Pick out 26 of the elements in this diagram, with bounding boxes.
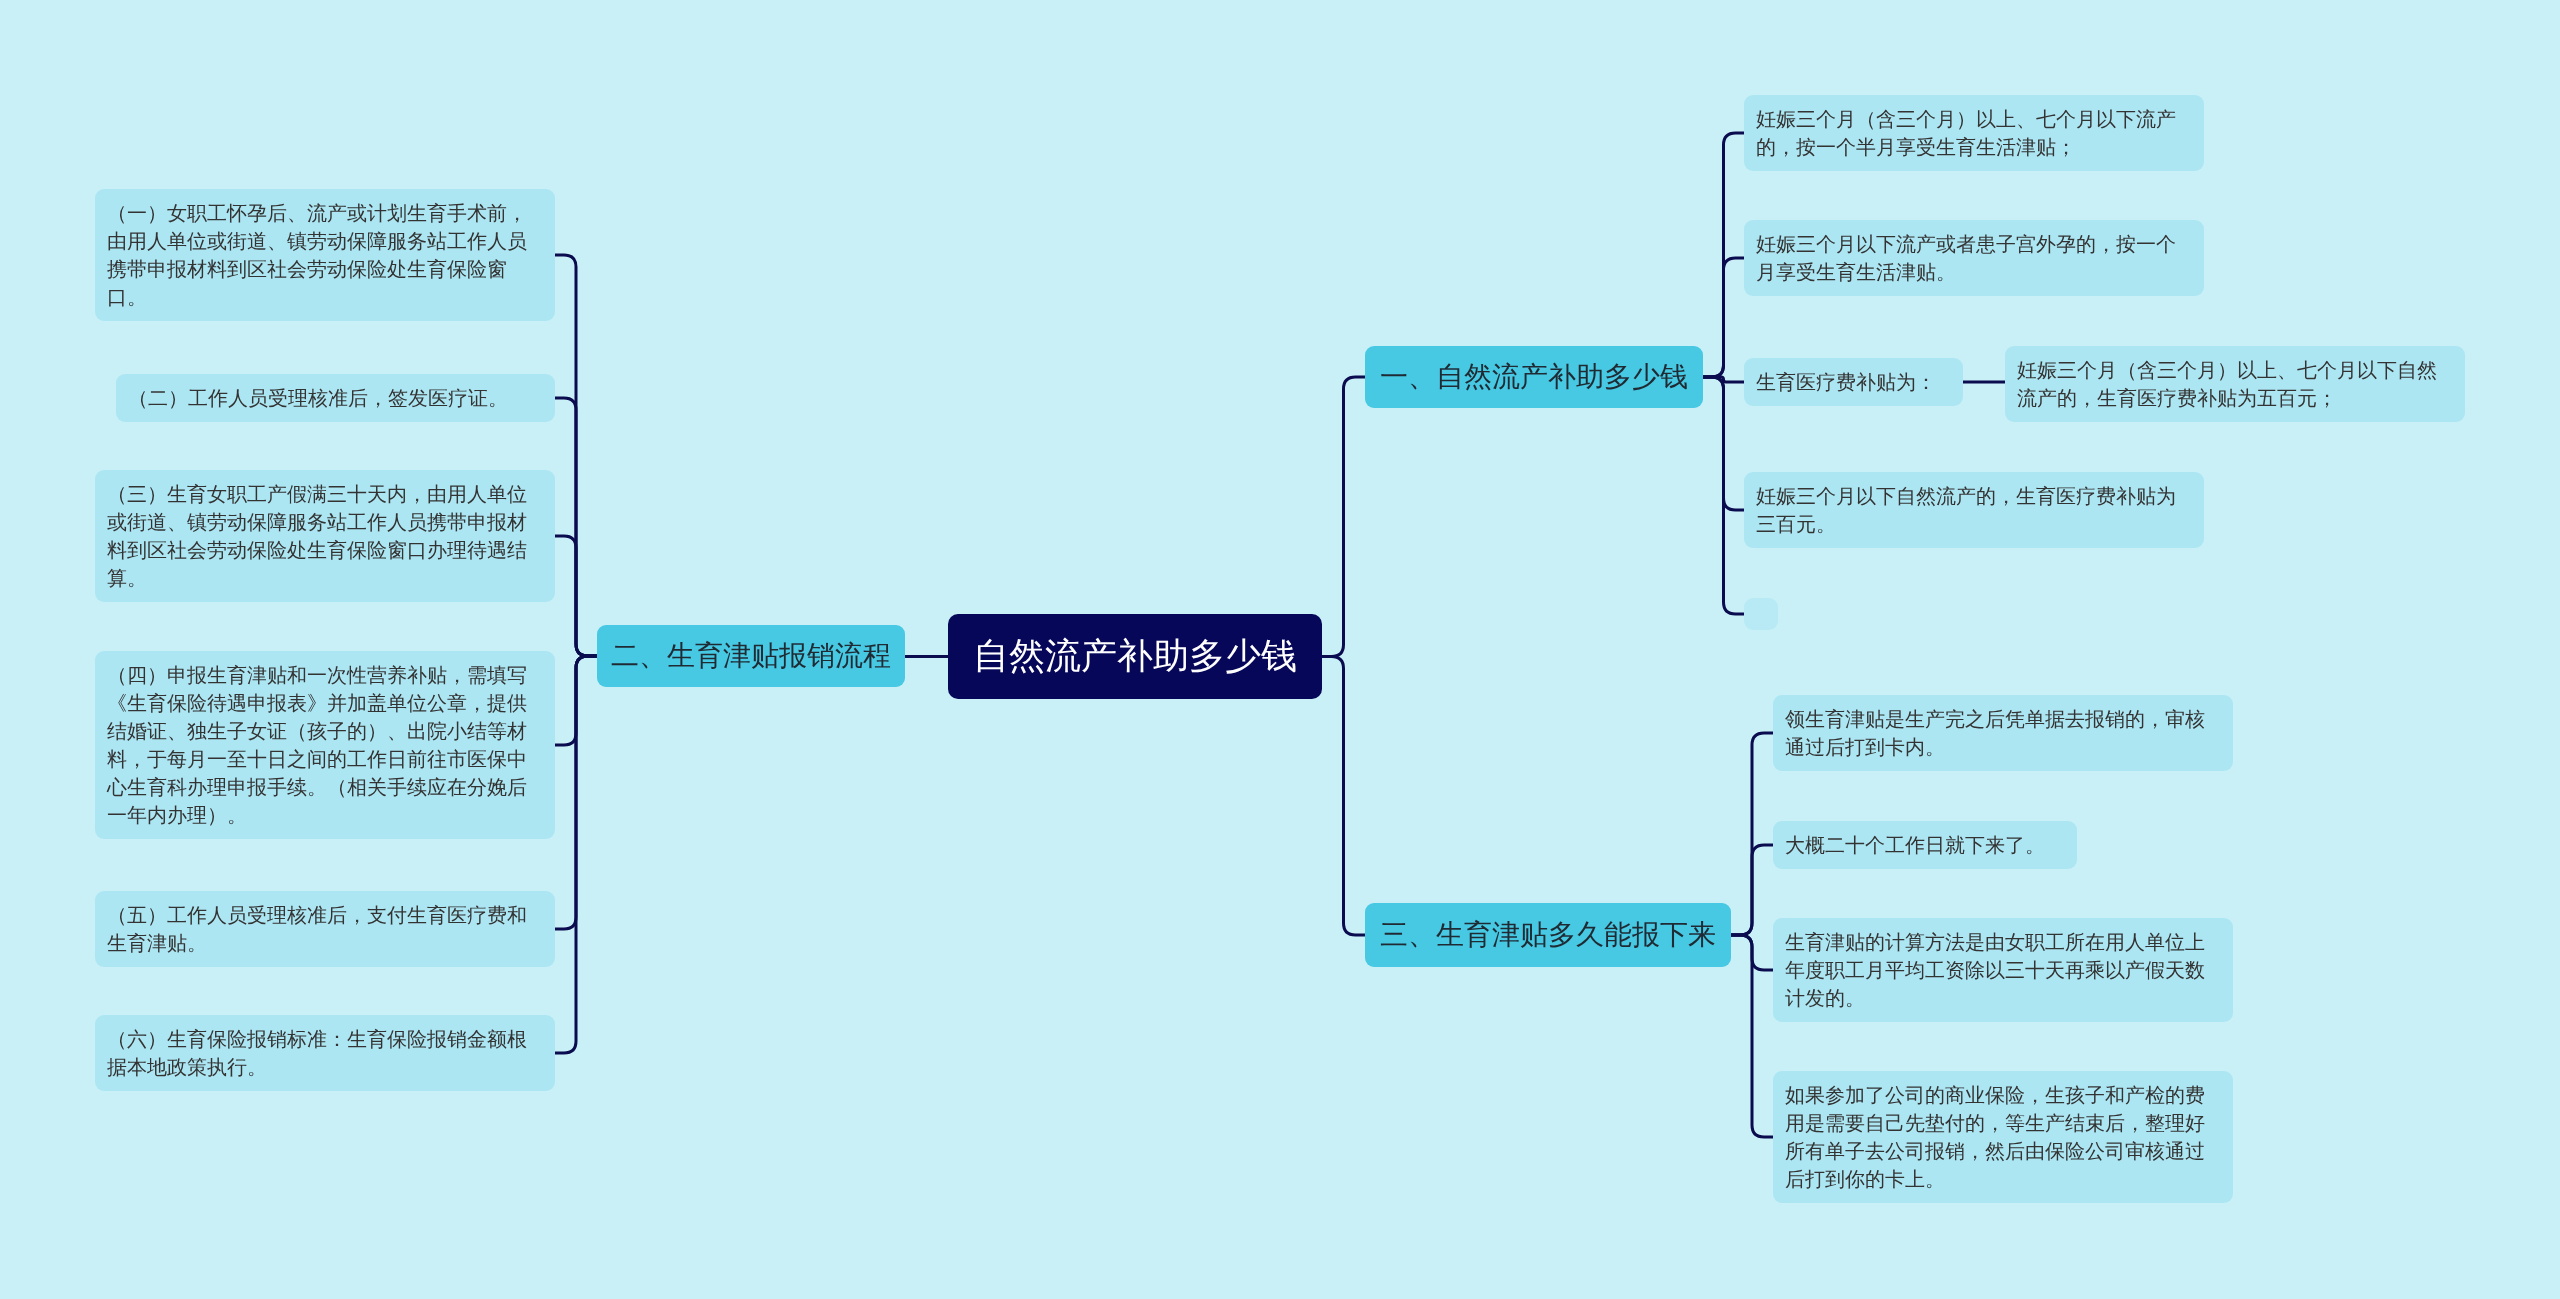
- leaf-topic: （五）工作人员受理核准后，支付生育医疗费和生育津贴。: [95, 891, 555, 967]
- leaf-topic: 妊娠三个月（含三个月）以上、七个月以下流产的，按一个半月享受生育生活津贴；: [1744, 95, 2204, 171]
- connector-line: [1963, 380, 2005, 384]
- connector-line: [1731, 933, 1773, 1139]
- leaf-topic: （六）生育保险报销标准：生育保险报销金额根据本地政策执行。: [95, 1015, 555, 1091]
- leaf-topic: （三）生育女职工产假满三十天内，由用人单位或街道、镇劳动保障服务站工作人员携带申报材料到区社会劳动保险处生育保险窗口办理待遇结算。: [95, 470, 555, 602]
- connector-line: [905, 655, 948, 658]
- connector-line: [1703, 375, 1744, 616]
- leaf-topic: 妊娠三个月以下自然流产的，生育医疗费补贴为三百元。: [1744, 472, 2204, 548]
- connector-line: [1322, 655, 1365, 937]
- leaf-topic: 生育津贴的计算方法是由女职工所在用人单位上年度职工月平均工资除以三十天再乘以产假天数计发的。: [1773, 918, 2233, 1022]
- branch-topic: 一、自然流产补助多少钱: [1365, 346, 1703, 408]
- empty-topic-box: [1744, 598, 1778, 630]
- leaf-topic: 大概二十个工作日就下来了。: [1773, 821, 2077, 869]
- leaf-topic: 生育医疗费补贴为：: [1744, 358, 1963, 406]
- leaf-topic: 领生育津贴是生产完之后凭单据去报销的，审核通过后打到卡内。: [1773, 695, 2233, 771]
- leaf-topic: （一）女职工怀孕后、流产或计划生育手术前，由用人单位或街道、镇劳动保障服务站工作人员携带申报材料到区社会劳动保险处生育保险窗口。: [95, 189, 555, 321]
- leaf-topic: （二）工作人员受理核准后，签发医疗证。: [116, 374, 555, 422]
- connector-line: [555, 654, 597, 1055]
- leaf-topic: （四）申报生育津贴和一次性营养补贴，需填写《生育保险待遇申报表》并加盖单位公章，提供结婚证、独生子女证（孩子的）、出院小结等材料，于每月一至十日之间的工作日前往市医保中心生育科办理申报手续。（相关手续应在分娩后一年内办理）。: [95, 651, 555, 839]
- leaf-topic: 妊娠三个月（含三个月）以上、七个月以下自然流产的，生育医疗费补贴为五百元；: [2005, 346, 2465, 422]
- branch-topic: 三、生育津贴多久能报下来: [1365, 903, 1731, 967]
- branch-topic: 二、生育津贴报销流程: [597, 625, 905, 687]
- central-topic: 自然流产补助多少钱: [948, 614, 1322, 699]
- leaf-topic: 如果参加了公司的商业保险，生孩子和产检的费用是需要自己先垫付的，等生产结束后，整理好所有单子去公司报销，然后由保险公司审核通过后打到你的卡上。: [1773, 1071, 2233, 1203]
- leaf-topic: 妊娠三个月以下流产或者患子宫外孕的，按一个月享受生育生活津贴。: [1744, 220, 2204, 296]
